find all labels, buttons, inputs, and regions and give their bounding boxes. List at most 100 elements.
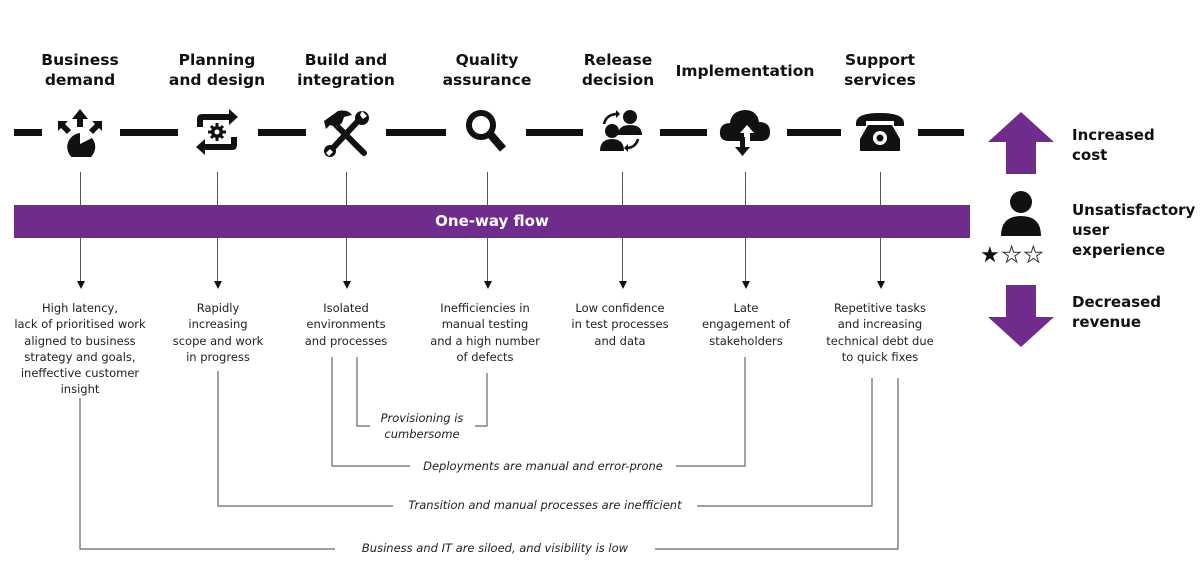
tools-hammer-wrench-icon bbox=[318, 107, 374, 157]
stage-description-quality-assurance: Inefficiencies in manual testing and a h… bbox=[400, 300, 570, 365]
title-line: Build and bbox=[304, 51, 388, 69]
star-filled-icon: ★ bbox=[980, 243, 1002, 268]
desc-line: in test processes bbox=[571, 317, 669, 332]
stage-title-support-services: Support services bbox=[810, 50, 950, 90]
people-exchange-icon bbox=[594, 107, 650, 157]
user-rating: ★★★ bbox=[980, 243, 1046, 268]
impact-line: Unsatisfactory bbox=[1072, 201, 1196, 219]
issue-line: Provisioning is bbox=[380, 411, 464, 425]
desc-line: of defects bbox=[456, 349, 514, 364]
arrowhead-down-icon bbox=[483, 281, 492, 289]
arrow-up-icon bbox=[988, 112, 1054, 174]
stage-title-planning-and-design: Planning and design bbox=[147, 50, 287, 90]
timeline-dash bbox=[918, 129, 964, 136]
impact-line: Increased bbox=[1072, 126, 1155, 144]
title-line: Implementation bbox=[675, 62, 815, 80]
stage-title-build-and-integration: Build and integration bbox=[276, 50, 416, 90]
issue-transition: Transition and manual processes are inef… bbox=[408, 497, 681, 513]
desc-line: scope and work bbox=[172, 333, 264, 348]
impact-decreased-revenue: Decreased revenue bbox=[1072, 292, 1161, 332]
business-demand-icon bbox=[52, 107, 108, 157]
desc-line: technical debt due bbox=[826, 333, 934, 348]
impact-unsatisfactory-user-experience: Unsatisfactory user experience bbox=[1072, 200, 1195, 260]
desc-line: High latency, bbox=[42, 301, 118, 315]
impact-line: Decreased bbox=[1072, 293, 1162, 311]
timeline-dash bbox=[120, 129, 178, 136]
arrowhead-down-icon bbox=[741, 281, 750, 289]
stage-description-release-decision: Low confidence in test processes and dat… bbox=[535, 300, 705, 349]
magnifier-icon bbox=[459, 107, 515, 157]
issue-provisioning: Provisioning is cumbersome bbox=[381, 410, 464, 442]
title-line: decision bbox=[581, 71, 655, 89]
desc-line: Low confidence bbox=[575, 301, 665, 315]
impact-line: experience bbox=[1072, 241, 1166, 259]
desc-line: and data bbox=[594, 333, 646, 348]
timeline-dash bbox=[526, 129, 583, 136]
stage-title-release-decision: Release decision bbox=[548, 50, 688, 90]
desc-line: lack of prioritised work bbox=[14, 317, 146, 332]
stage-description-support-services: Repetitive tasks and increasing technica… bbox=[795, 300, 965, 365]
desc-line: engagement of bbox=[702, 317, 790, 332]
cloud-upload-download-icon bbox=[717, 107, 773, 157]
planning-cycle-gear-icon bbox=[189, 107, 245, 157]
desc-line: in progress bbox=[186, 349, 250, 364]
impact-line: cost bbox=[1072, 146, 1108, 164]
arrowhead-down-icon bbox=[342, 281, 351, 289]
timeline-dash bbox=[258, 129, 306, 136]
title-line: Planning bbox=[178, 51, 256, 69]
desc-line: Inefficiencies in bbox=[440, 301, 530, 315]
title-line: Support bbox=[844, 51, 916, 69]
desc-line: Isolated bbox=[323, 301, 369, 315]
timeline-dash bbox=[386, 129, 446, 136]
stage-title-business-demand: Business demand bbox=[10, 50, 150, 90]
title-line: integration bbox=[297, 71, 395, 89]
timeline-dash bbox=[660, 129, 707, 136]
title-line: demand bbox=[44, 71, 116, 89]
stage-title-quality-assurance: Quality assurance bbox=[417, 50, 557, 90]
desc-line: environments bbox=[306, 317, 386, 332]
desc-line: and processes bbox=[304, 333, 388, 348]
timeline-dash bbox=[14, 129, 42, 136]
bracket-transition bbox=[217, 371, 873, 507]
desc-line: stakeholders bbox=[709, 333, 783, 348]
stage-description-planning-and-design: Rapidly increasing scope and work in pro… bbox=[133, 300, 303, 365]
issue-line: cumbersome bbox=[384, 427, 460, 441]
impact-line: user bbox=[1072, 221, 1110, 239]
stage-description-implementation: Late engagement of stakeholders bbox=[661, 300, 831, 349]
desc-line: manual testing bbox=[441, 317, 529, 332]
issue-deployments: Deployments are manual and error-prone bbox=[423, 458, 663, 474]
desc-line: strategy and goals, bbox=[24, 349, 136, 364]
title-line: assurance bbox=[442, 71, 532, 89]
title-line: and design bbox=[168, 71, 266, 89]
desc-line: increasing bbox=[188, 317, 248, 332]
arrowhead-down-icon bbox=[618, 281, 627, 289]
arrow-down-icon bbox=[988, 285, 1054, 347]
issue-business-it-siloed: Business and IT are siloed, and visibili… bbox=[362, 540, 628, 556]
desc-line: insight bbox=[60, 382, 100, 397]
desc-line: and increasing bbox=[837, 317, 923, 332]
telephone-icon bbox=[852, 107, 908, 157]
title-line: Release bbox=[583, 51, 653, 69]
star-empty-icon: ★ bbox=[1001, 243, 1024, 268]
desc-line: to quick fixes bbox=[841, 349, 919, 364]
stage-title-implementation: Implementation bbox=[675, 61, 815, 81]
desc-line: Rapidly bbox=[196, 301, 240, 315]
stage-description-build-and-integration: Isolated environments and processes bbox=[261, 300, 431, 349]
arrowhead-down-icon bbox=[213, 281, 222, 289]
issue-line: Business and IT are siloed, and visibili… bbox=[361, 541, 629, 555]
title-line: Quality bbox=[455, 51, 519, 69]
issue-line: Transition and manual processes are inef… bbox=[408, 498, 682, 512]
flow-bar-label: One-way flow bbox=[435, 212, 549, 230]
arrowhead-down-icon bbox=[76, 281, 85, 289]
title-line: services bbox=[844, 71, 916, 89]
timeline-dash bbox=[787, 129, 841, 136]
impact-increased-cost: Increased cost bbox=[1072, 125, 1155, 165]
impact-line: revenue bbox=[1072, 313, 1142, 331]
desc-line: Repetitive tasks bbox=[833, 301, 927, 315]
desc-line: Late bbox=[733, 301, 759, 315]
desc-line: and a high number bbox=[430, 333, 540, 348]
desc-line: ineffective customer bbox=[20, 366, 140, 381]
title-line: Business bbox=[41, 51, 119, 69]
star-empty-icon: ★ bbox=[1023, 243, 1046, 268]
issue-line: Deployments are manual and error-prone bbox=[423, 459, 663, 473]
